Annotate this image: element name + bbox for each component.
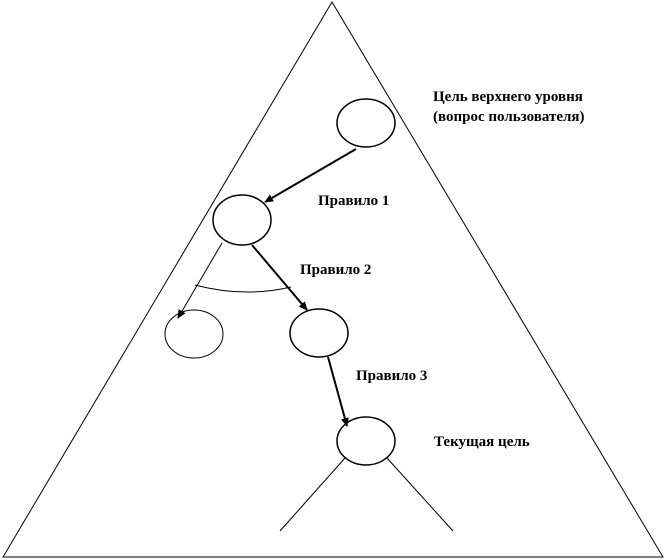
rule3-label: Правило 3: [356, 368, 428, 384]
top-goal-label-line2: (вопрос пользователя): [433, 109, 585, 125]
edge-rule2-to-current: [327, 356, 349, 427]
current-goal-node: [336, 416, 396, 466]
top-goal-label: Цель верхнего уровня (вопрос пользовател…: [433, 87, 585, 127]
subtree-right-line: [386, 457, 454, 532]
rule2-node: [289, 308, 349, 358]
rule2-label: Правило 2: [300, 262, 372, 278]
alternative-node: [164, 309, 224, 359]
edge-rule1-to-rule2: [251, 244, 308, 311]
branch-choice-arc: [194, 284, 292, 293]
top-goal-node: [336, 98, 396, 148]
subtree-left-line: [279, 457, 346, 532]
edge-rule1-to-alternative: [177, 242, 223, 319]
current-goal-label: Текущая цель: [434, 434, 530, 450]
edge-top-to-rule1: [264, 148, 357, 203]
rule1-node: [212, 194, 272, 246]
rule1-label: Правило 1: [318, 193, 390, 209]
top-goal-label-line1: Цель верхнего уровня: [433, 89, 583, 105]
